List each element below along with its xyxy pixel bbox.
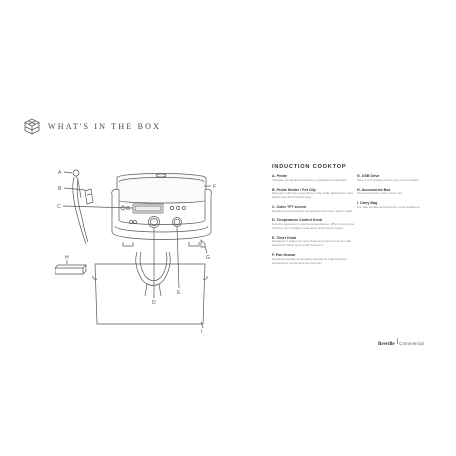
accessories-box-icon	[55, 264, 87, 275]
callout-e: E	[177, 290, 181, 296]
callout-a: A	[58, 170, 62, 176]
item-title: H. Accessories Box	[357, 187, 391, 192]
page-heading: WHAT'S IN THE BOX	[48, 122, 162, 131]
list-item: H. Accessories Box Stores accessory when…	[357, 188, 443, 197]
brand-name: Breville	[378, 342, 395, 347]
component-list-right: G. USB Drive Save 2 Unit programs from o…	[357, 174, 443, 215]
item-body: Indicates the appliance based on ingredi…	[272, 177, 348, 182]
list-item: G. USB Drive Save 2 Unit programs from o…	[357, 174, 443, 183]
item-title: F. Pan Sensor	[272, 253, 296, 258]
probe-holder-icon	[84, 188, 94, 205]
callout-g: G	[206, 255, 210, 261]
callout-b: B	[58, 186, 62, 192]
item-body: Sets the appliance to precise temperatur…	[272, 222, 354, 230]
item-title: C. Color TFT screen	[272, 204, 307, 209]
item-title: G. USB Drive	[357, 174, 380, 178]
list-item: D. Temperature Control Knob Sets the app…	[272, 218, 354, 230]
item-title: B. Probe Holder / Pot Clip	[272, 187, 316, 192]
callout-c: C	[57, 204, 61, 210]
callout-h: H	[65, 255, 69, 261]
product-illustration: A B C D E F G H I	[55, 169, 216, 335]
brand-subtitle: Commercial	[399, 341, 424, 346]
callout-i: I	[201, 329, 202, 335]
list-item: I. Carry Bag For safe storage and transp…	[357, 201, 443, 210]
list-item: B. Probe Holder / Pot Clip Securely hold…	[272, 188, 354, 200]
list-item: A. Probe Indicates the appliance based o…	[272, 174, 354, 183]
callout-f: F	[213, 184, 216, 190]
item-body: Save 2 Unit programs from one unit to an…	[357, 177, 420, 182]
item-body: Stores accessory when not in use.	[357, 191, 403, 196]
list-item: C. Color TFT screen Displays current and…	[272, 205, 354, 214]
item-title: I. Carry Bag	[357, 201, 378, 205]
component-list-left: A. Probe Indicates the appliance based o…	[272, 174, 354, 271]
probe-icon	[72, 169, 89, 245]
item-body: Securely holds the temperature probe whi…	[272, 191, 354, 199]
item-body: For safe storage and transport of the ap…	[357, 204, 421, 209]
item-body: Measures surface temperature directly fo…	[272, 256, 347, 265]
section-title: INDUCTION COOKTOP	[272, 164, 347, 170]
callout-d: D	[152, 300, 156, 306]
carry-bag-icon	[92, 251, 208, 325]
item-title: A. Probe	[272, 174, 287, 178]
list-item: F. Pan Sensor Measures surface temperatu…	[272, 253, 354, 265]
item-title: D. Temperature Control Knob	[272, 218, 323, 223]
list-item: E. Timer Knob Designed to select set cou…	[272, 236, 354, 248]
brand-logo: Breville Commercial	[378, 332, 424, 350]
item-body: Displays current and set temperature wit…	[272, 208, 354, 213]
cooktop-illustration	[111, 173, 212, 248]
item-body: Designed to select set count down and co…	[272, 239, 352, 248]
brand-divider	[396, 337, 398, 344]
box-icon	[23, 118, 41, 135]
item-title: E. Timer Knob	[272, 235, 297, 240]
